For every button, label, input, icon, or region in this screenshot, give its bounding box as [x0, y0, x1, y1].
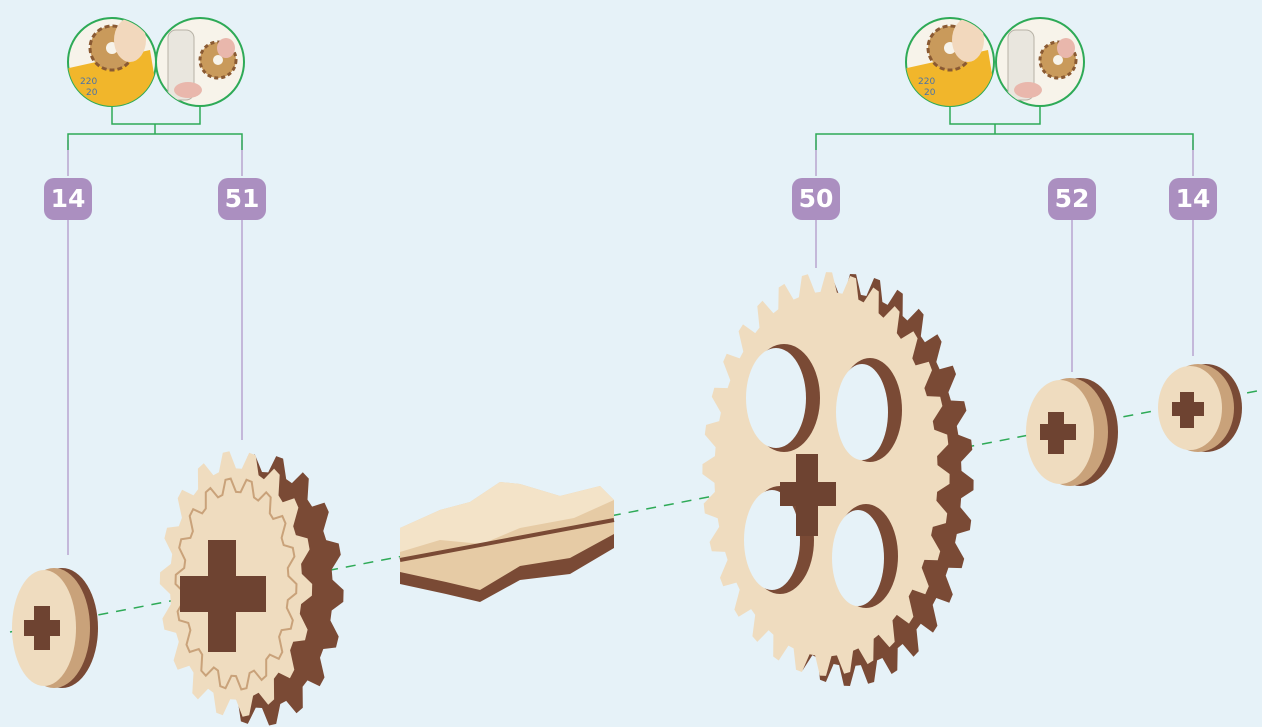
gear-large [702, 272, 974, 686]
bracket-right [815, 106, 1194, 150]
part-label-14-right: 14 [1169, 178, 1217, 220]
part-label-52: 52 [1048, 178, 1096, 220]
gear-large-face [702, 272, 950, 676]
spacer-end [1158, 364, 1242, 452]
bracket-left [67, 106, 243, 150]
gear-small [159, 451, 344, 726]
svg-text:220: 220 [80, 77, 97, 87]
part-label-51: 51 [218, 178, 266, 220]
svg-text:20: 20 [86, 88, 98, 98]
part-label-50: 50 [792, 178, 840, 220]
axle-icon [399, 482, 615, 602]
tip-sanding-left: 220 20 [67, 17, 157, 107]
axle [399, 482, 615, 602]
spacer-icon [12, 568, 98, 688]
svg-text:20: 20 [924, 88, 936, 98]
gear-icon [180, 540, 266, 652]
svg-text:220: 220 [918, 77, 935, 87]
part-label-14-left: 14 [44, 178, 92, 220]
leader-lines [67, 140, 1194, 555]
spacer-right [1026, 378, 1118, 486]
tip-sanding-right: 220 20 [905, 17, 995, 107]
tip-fitting-left [155, 17, 245, 107]
spacer-left [12, 568, 98, 688]
gear-small-engraving [174, 477, 298, 691]
tip-fitting-right [995, 17, 1085, 107]
